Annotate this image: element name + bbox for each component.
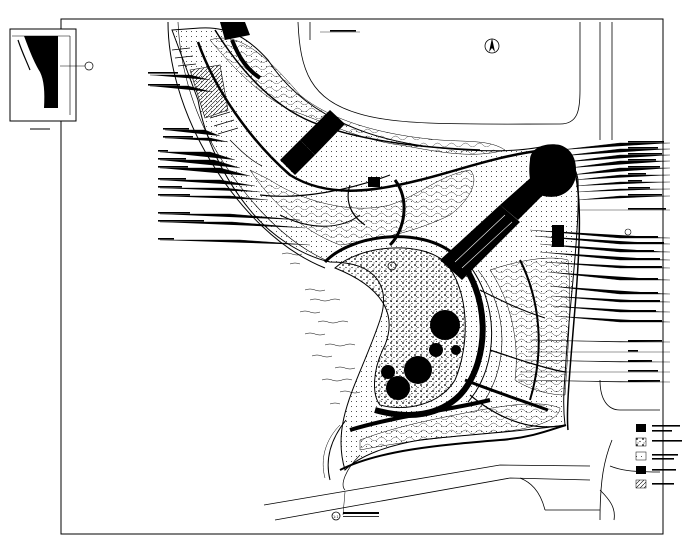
legend-swatch-hatch xyxy=(635,479,647,489)
tree-small xyxy=(451,345,461,355)
section-marker: 1:1 xyxy=(331,491,379,521)
west-steps xyxy=(171,47,263,167)
legend xyxy=(635,424,682,489)
tree-small xyxy=(387,261,397,271)
north-arrow-icon xyxy=(484,38,500,54)
lawn-middle xyxy=(249,169,475,246)
lawn-east xyxy=(489,257,570,396)
tree-medium xyxy=(381,365,395,379)
road-network xyxy=(263,21,661,521)
tree-medium xyxy=(429,343,443,357)
tree-cluster xyxy=(381,261,461,400)
upper-structures xyxy=(220,22,380,187)
detail-marker-icon xyxy=(624,228,632,236)
legend-swatch-solid xyxy=(636,424,646,432)
drawing-frame xyxy=(60,18,664,535)
tree-large xyxy=(404,356,432,384)
water-edge xyxy=(281,252,361,405)
pavilion xyxy=(529,144,577,247)
legend-swatch-solid-2 xyxy=(636,466,646,474)
callout-labels-west xyxy=(148,30,356,240)
lawn-south xyxy=(359,403,561,451)
park-ground xyxy=(171,27,579,471)
tree-large xyxy=(430,310,460,340)
callouts-west xyxy=(150,31,360,246)
legend-swatch-dots xyxy=(635,437,647,447)
callout-labels-east xyxy=(628,141,666,382)
tree-large xyxy=(386,376,410,400)
section-scale-label: 1:1 xyxy=(333,515,339,519)
legend-swatch-fine xyxy=(635,451,647,461)
gravel-plaza xyxy=(334,247,466,408)
key-plan-inset xyxy=(9,28,94,130)
